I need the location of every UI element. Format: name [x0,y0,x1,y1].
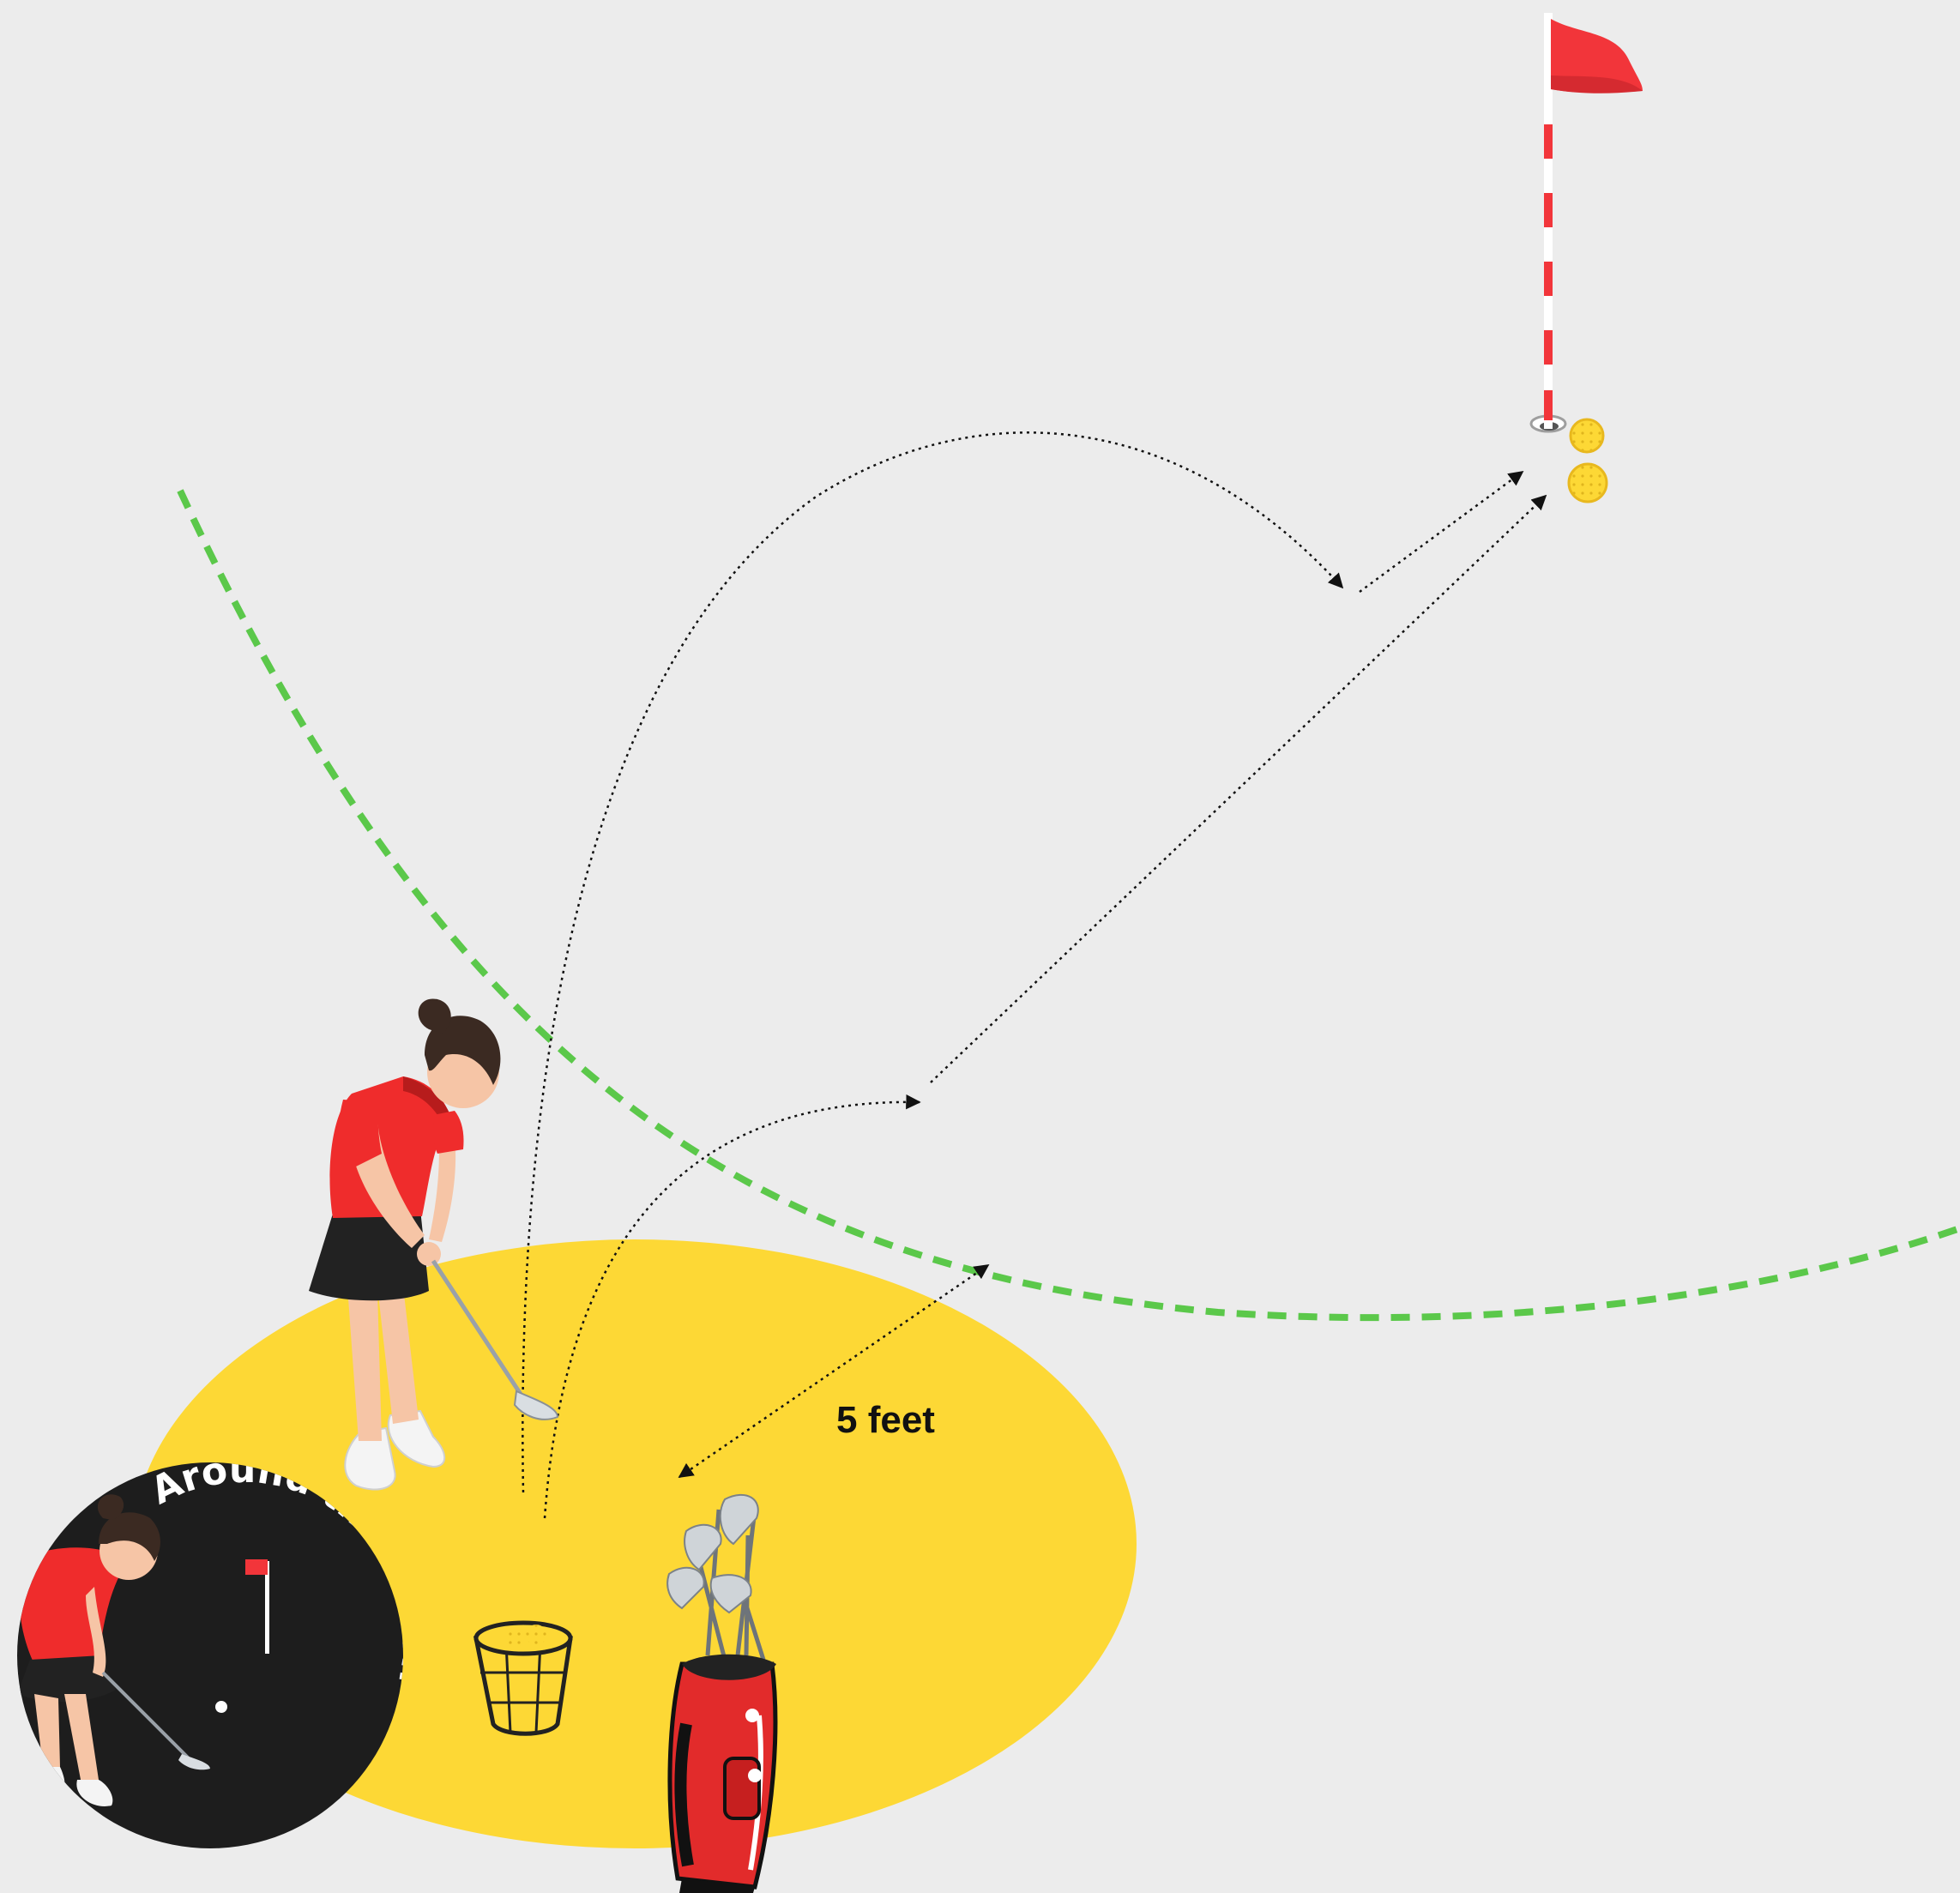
distance-label: 5 feet [836,1399,935,1441]
green-edge-line [177,489,1960,1322]
high-shot-roll-path [1359,470,1524,594]
five-feet-measure [678,1263,990,1479]
high-shot-path [522,431,1344,1493]
low-shot-roll-path [930,494,1547,1083]
golf-ball-icon [1567,418,1608,503]
shot-trajectories [522,431,1547,1519]
golf-bag-icon [666,1493,778,1893]
golfer-icon [309,998,559,1491]
flag-icon [1529,13,1643,433]
ball-bucket-icon [473,1620,573,1736]
